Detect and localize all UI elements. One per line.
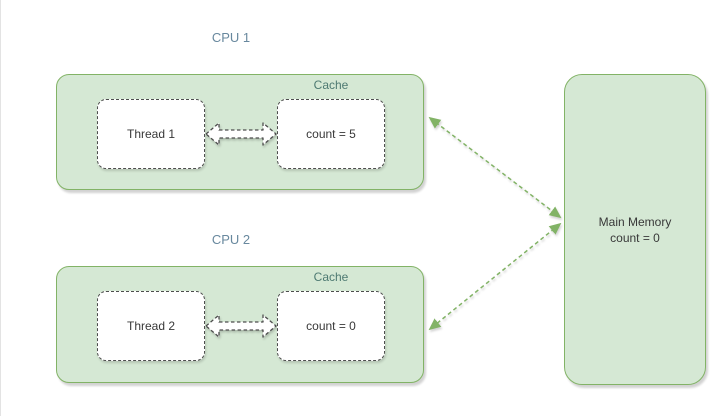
cpu2-cache-label: Cache [313, 270, 349, 284]
main-memory-title: Main Memory [598, 214, 672, 229]
main-memory-count-value: count = 0 [610, 230, 660, 245]
cpu1-cache-count-box: count = 5 [277, 99, 385, 169]
thread2-box: Thread 2 [97, 291, 205, 361]
double-arrow-icon [205, 314, 277, 338]
cpu2-cache-count-value: count = 0 [306, 319, 356, 333]
thread1-label: Thread 1 [126, 127, 176, 141]
cpu1-box: Cache Thread 1 count = 5 [56, 74, 424, 190]
cpu1-title: CPU 1 [211, 30, 251, 45]
cpu2-cache-count-box: count = 0 [277, 291, 385, 361]
main-memory-box: Main Memory count = 0 [564, 74, 706, 385]
cpu2-box: Cache Thread 2 count = 0 [56, 266, 424, 383]
cpu1-cache-count-value: count = 5 [306, 127, 356, 141]
double-arrow-icon [205, 122, 277, 146]
thread2-label: Thread 2 [126, 319, 176, 333]
cpu1-cache-label: Cache [313, 78, 349, 92]
cpu2-memory-connector [428, 222, 562, 331]
thread1-box: Thread 1 [97, 99, 205, 169]
cpu2-title: CPU 2 [211, 232, 251, 247]
cpu1-memory-connector [428, 116, 562, 219]
